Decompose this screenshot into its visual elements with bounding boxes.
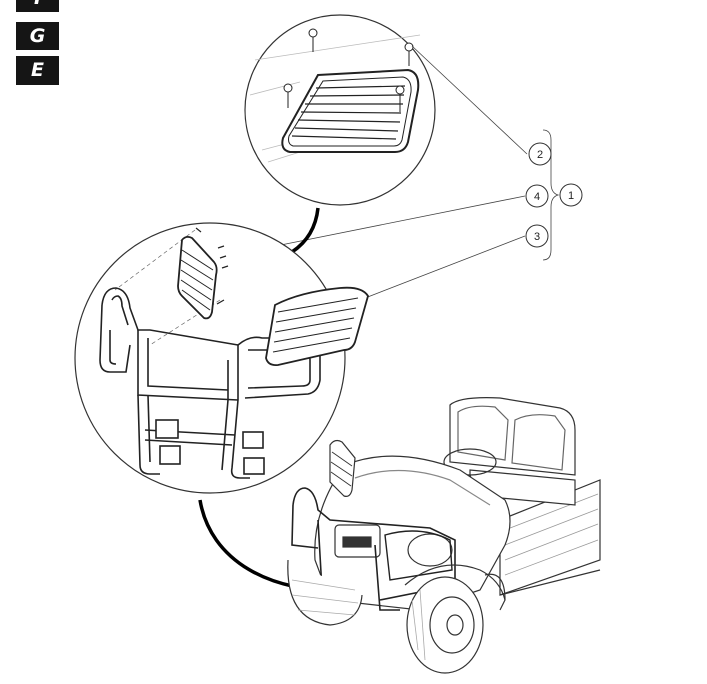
callout-4: 4 xyxy=(525,184,549,208)
detail-circle-middle xyxy=(74,222,369,494)
grille-panel-detail xyxy=(281,68,420,153)
detail-circle-top xyxy=(244,14,436,206)
section-tab-i: I xyxy=(16,0,59,12)
callout-3: 3 xyxy=(525,224,549,248)
brush-guard xyxy=(99,287,321,479)
callout-1: 1 xyxy=(559,183,583,207)
grille-panel-right xyxy=(265,286,369,367)
utility-vehicle xyxy=(287,397,601,674)
svg-text:2: 2 xyxy=(537,149,543,161)
svg-text:3: 3 xyxy=(534,231,540,243)
callout-2: 2 xyxy=(528,142,552,166)
screw-icon xyxy=(283,28,414,112)
section-tab-e: E xyxy=(16,56,59,85)
svg-text:4: 4 xyxy=(534,191,540,203)
svg-text:1: 1 xyxy=(568,190,574,202)
grille-panel-left xyxy=(177,235,218,320)
section-tab-g: G xyxy=(16,22,59,50)
screw-icon xyxy=(195,227,229,305)
